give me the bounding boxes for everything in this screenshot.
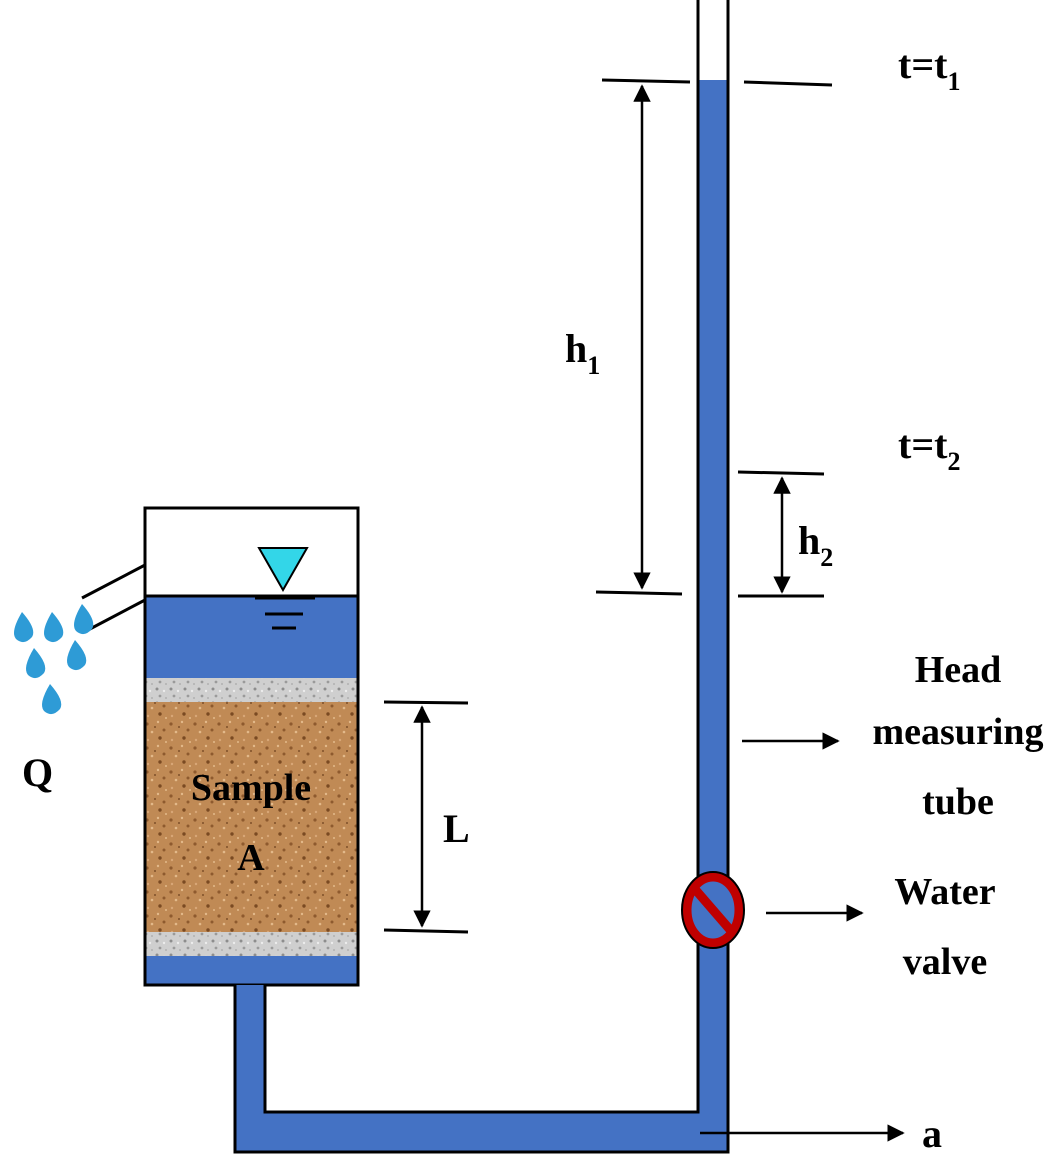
head-tube-label-line1: Head: [915, 649, 1002, 691]
sample-label-line2: A: [237, 837, 265, 879]
soil-sample: [145, 702, 358, 932]
h1-dimension: [595, 78, 833, 596]
head-measuring-tube: [696, 0, 730, 80]
water-surface-icon: [255, 547, 315, 630]
valve-label-line1: Water: [894, 871, 995, 913]
flow-label: Q: [22, 750, 53, 795]
area-label: a: [922, 1111, 942, 1154]
h1-label: h1: [565, 326, 600, 380]
h2-label: h2: [798, 518, 833, 572]
t2-label: t=t2: [898, 422, 960, 476]
head-tube-label-line2: measuring: [873, 711, 1044, 753]
h2-dimension: [737, 470, 825, 598]
sample-cylinder: [143, 594, 360, 987]
top-water-layer: [145, 596, 358, 678]
prohibition-sign-icon: [681, 871, 745, 949]
length-dimension: [383, 700, 469, 934]
valve-label-line2: valve: [903, 941, 987, 983]
water-drop-icon: [14, 604, 94, 715]
bottom-porous-stone: [145, 932, 358, 956]
length-label: L: [443, 806, 470, 851]
top-porous-stone: [145, 678, 358, 702]
spout-top-line: [81, 563, 146, 600]
connecting-pipe: [233, 0, 730, 1154]
spout-bottom-line: [87, 598, 146, 632]
t1-label: t=t1: [898, 42, 960, 96]
head-tube-label-line3: tube: [922, 781, 994, 823]
bottom-water-layer: [145, 956, 358, 985]
sample-label-line1: Sample: [191, 767, 311, 809]
